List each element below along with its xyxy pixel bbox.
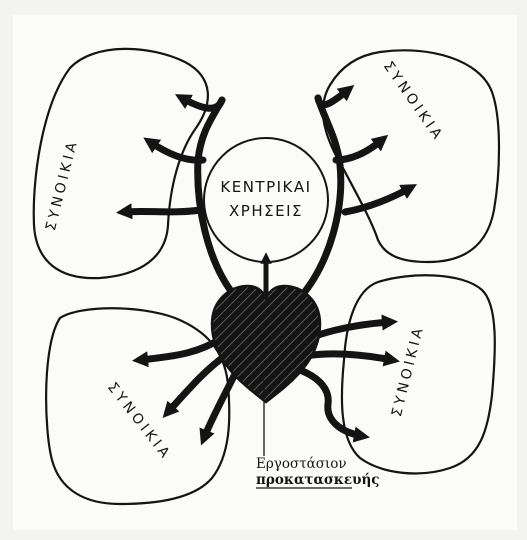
arrow-top-left-3 — [124, 210, 200, 212]
factory-label-line2: προκατασκευής — [256, 472, 380, 488]
factory-label-line1: Εργοστάσιον — [256, 456, 347, 472]
central-uses-line2: ΧΡΗΣΕΙΣ — [229, 202, 303, 220]
central-uses-line1: ΚΕΝΤΡΙΚΑΙ — [220, 178, 311, 196]
